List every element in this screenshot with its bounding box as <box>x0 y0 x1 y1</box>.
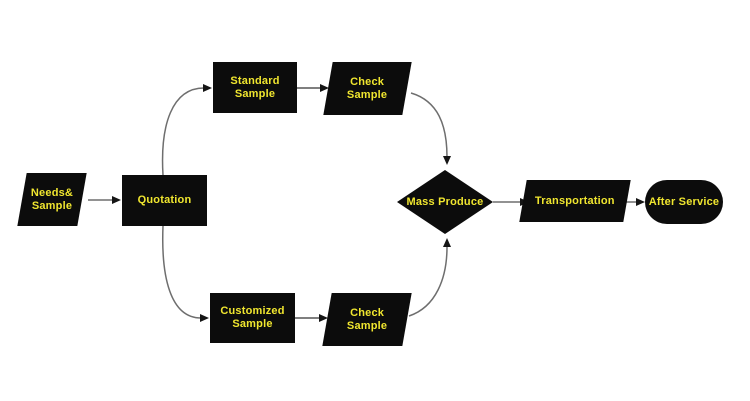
connector-checkbottom-mass <box>408 246 448 317</box>
arrowhead-checktop-mass <box>443 156 451 165</box>
node-transportation: Transportation <box>519 180 631 222</box>
node-quotation-label: Quotation <box>137 194 192 206</box>
connector-quotation-customized <box>161 225 202 319</box>
node-customized-sample: Customized Sample <box>210 293 295 343</box>
node-transportation-label: Transportation <box>535 194 615 207</box>
node-customized-sample-label: Customized Sample <box>220 305 285 330</box>
node-check-sample-bottom-label: Check Sample <box>346 306 388 332</box>
arrowhead-checkbottom-mass <box>443 238 451 247</box>
node-check-sample-bottom: Check Sample <box>322 293 412 346</box>
arrowhead-transport-after <box>636 198 645 206</box>
node-standard-sample: Standard Sample <box>213 62 297 113</box>
node-after-service: After Service <box>645 180 723 224</box>
arrowhead-quotation-standard <box>203 84 212 92</box>
node-quotation: Quotation <box>122 175 207 226</box>
node-after-service-label: After Service <box>648 195 720 208</box>
arrowhead-quotation-customized <box>200 314 209 322</box>
connector-quotation-standard <box>161 87 205 176</box>
node-check-sample-top-label: Check Sample <box>347 75 388 101</box>
node-needs-sample: Needs& Sample <box>17 173 87 226</box>
node-mass-produce-label: Mass Produce <box>406 195 484 208</box>
node-mass-produce: Mass Produce <box>397 170 493 234</box>
connector-checktop-mass <box>410 92 448 158</box>
node-check-sample-top: Check Sample <box>323 62 412 115</box>
arrowhead-needs-quotation <box>112 196 121 204</box>
node-needs-sample-label: Needs& Sample <box>30 186 74 212</box>
node-standard-sample-label: Standard Sample <box>230 74 280 100</box>
